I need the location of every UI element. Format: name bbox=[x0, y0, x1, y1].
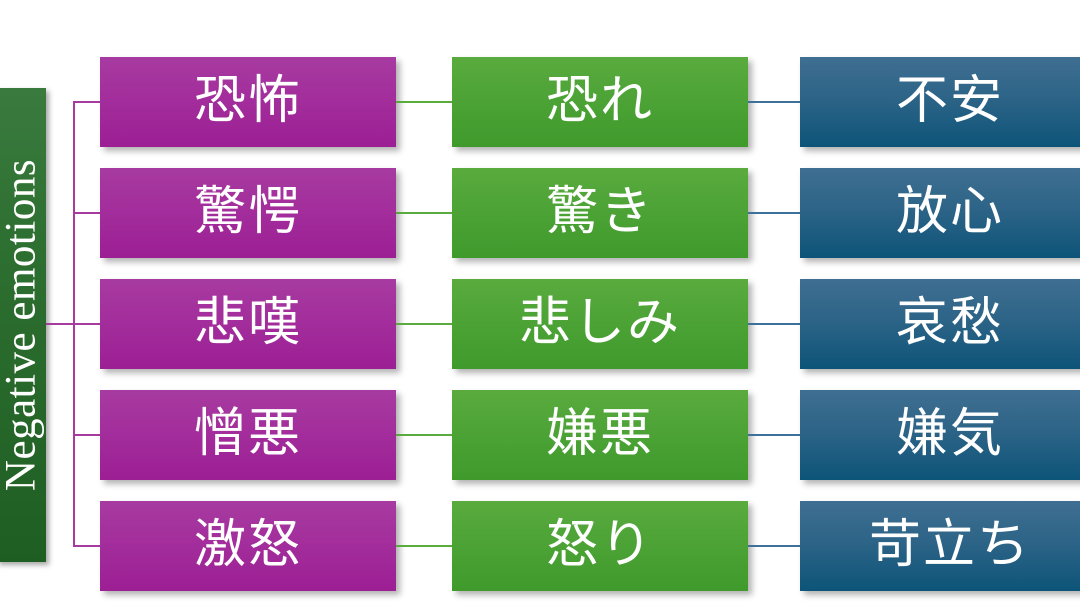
root-connector-stub bbox=[46, 323, 74, 325]
table-row: 悲嘆 悲しみ 哀愁 bbox=[0, 279, 1080, 369]
node-level3-row1[interactable]: 不安 bbox=[800, 57, 1080, 147]
node-label: 放心 bbox=[895, 184, 1004, 241]
node-label: 嫌悪 bbox=[545, 406, 654, 463]
branch-to-row-1 bbox=[73, 101, 101, 103]
node-level3-row5[interactable]: 苛立ち bbox=[800, 501, 1080, 591]
node-label: 哀愁 bbox=[895, 295, 1004, 352]
node-level3-row3[interactable]: 哀愁 bbox=[800, 279, 1080, 369]
node-label: 驚き bbox=[545, 184, 654, 241]
root-category-bar[interactable]: Negative emotions bbox=[0, 88, 46, 562]
branch-to-row-5 bbox=[73, 545, 101, 547]
connector-l2-l3-row1 bbox=[748, 101, 802, 103]
node-label: 嫌気 bbox=[895, 406, 1004, 463]
node-level3-row2[interactable]: 放心 bbox=[800, 168, 1080, 258]
connector-l1-l2-row4 bbox=[396, 434, 454, 436]
node-label: 悲しみ bbox=[518, 295, 681, 352]
connector-l2-l3-row4 bbox=[748, 434, 802, 436]
table-row: 憎悪 嫌悪 嫌気 bbox=[0, 390, 1080, 480]
connector-l1-l2-row5 bbox=[396, 545, 454, 547]
node-label: 驚愕 bbox=[193, 184, 302, 241]
node-label: 不安 bbox=[895, 73, 1004, 130]
node-label: 恐怖 bbox=[193, 73, 302, 130]
table-row: 驚愕 驚き 放心 bbox=[0, 168, 1080, 258]
connector-l2-l3-row2 bbox=[748, 212, 802, 214]
node-level2-row3[interactable]: 悲しみ bbox=[452, 279, 748, 369]
node-level2-row2[interactable]: 驚き bbox=[452, 168, 748, 258]
node-label: 恐れ bbox=[545, 73, 654, 130]
connector-l2-l3-row3 bbox=[748, 323, 802, 325]
branch-to-row-4 bbox=[73, 434, 101, 436]
node-label: 苛立ち bbox=[868, 517, 1031, 574]
node-label: 怒り bbox=[545, 517, 654, 574]
node-level2-row1[interactable]: 恐れ bbox=[452, 57, 748, 147]
node-level1-row3[interactable]: 悲嘆 bbox=[100, 279, 396, 369]
node-label: 激怒 bbox=[193, 517, 302, 574]
connector-l1-l2-row3 bbox=[396, 323, 454, 325]
node-label: 悲嘆 bbox=[193, 295, 302, 352]
node-level2-row4[interactable]: 嫌悪 bbox=[452, 390, 748, 480]
node-level1-row5[interactable]: 激怒 bbox=[100, 501, 396, 591]
connector-l1-l2-row2 bbox=[396, 212, 454, 214]
table-row: 激怒 怒り 苛立ち bbox=[0, 501, 1080, 591]
node-level2-row5[interactable]: 怒り bbox=[452, 501, 748, 591]
connector-l2-l3-row5 bbox=[748, 545, 802, 547]
node-level1-row1[interactable]: 恐怖 bbox=[100, 57, 396, 147]
branch-to-row-3 bbox=[73, 323, 101, 325]
branch-to-row-2 bbox=[73, 212, 101, 214]
connector-l1-l2-row1 bbox=[396, 101, 454, 103]
node-level3-row4[interactable]: 嫌気 bbox=[800, 390, 1080, 480]
node-level1-row4[interactable]: 憎悪 bbox=[100, 390, 396, 480]
node-level1-row2[interactable]: 驚愕 bbox=[100, 168, 396, 258]
node-label: 憎悪 bbox=[193, 406, 302, 463]
table-row: 恐怖 恐れ 不安 bbox=[0, 57, 1080, 147]
